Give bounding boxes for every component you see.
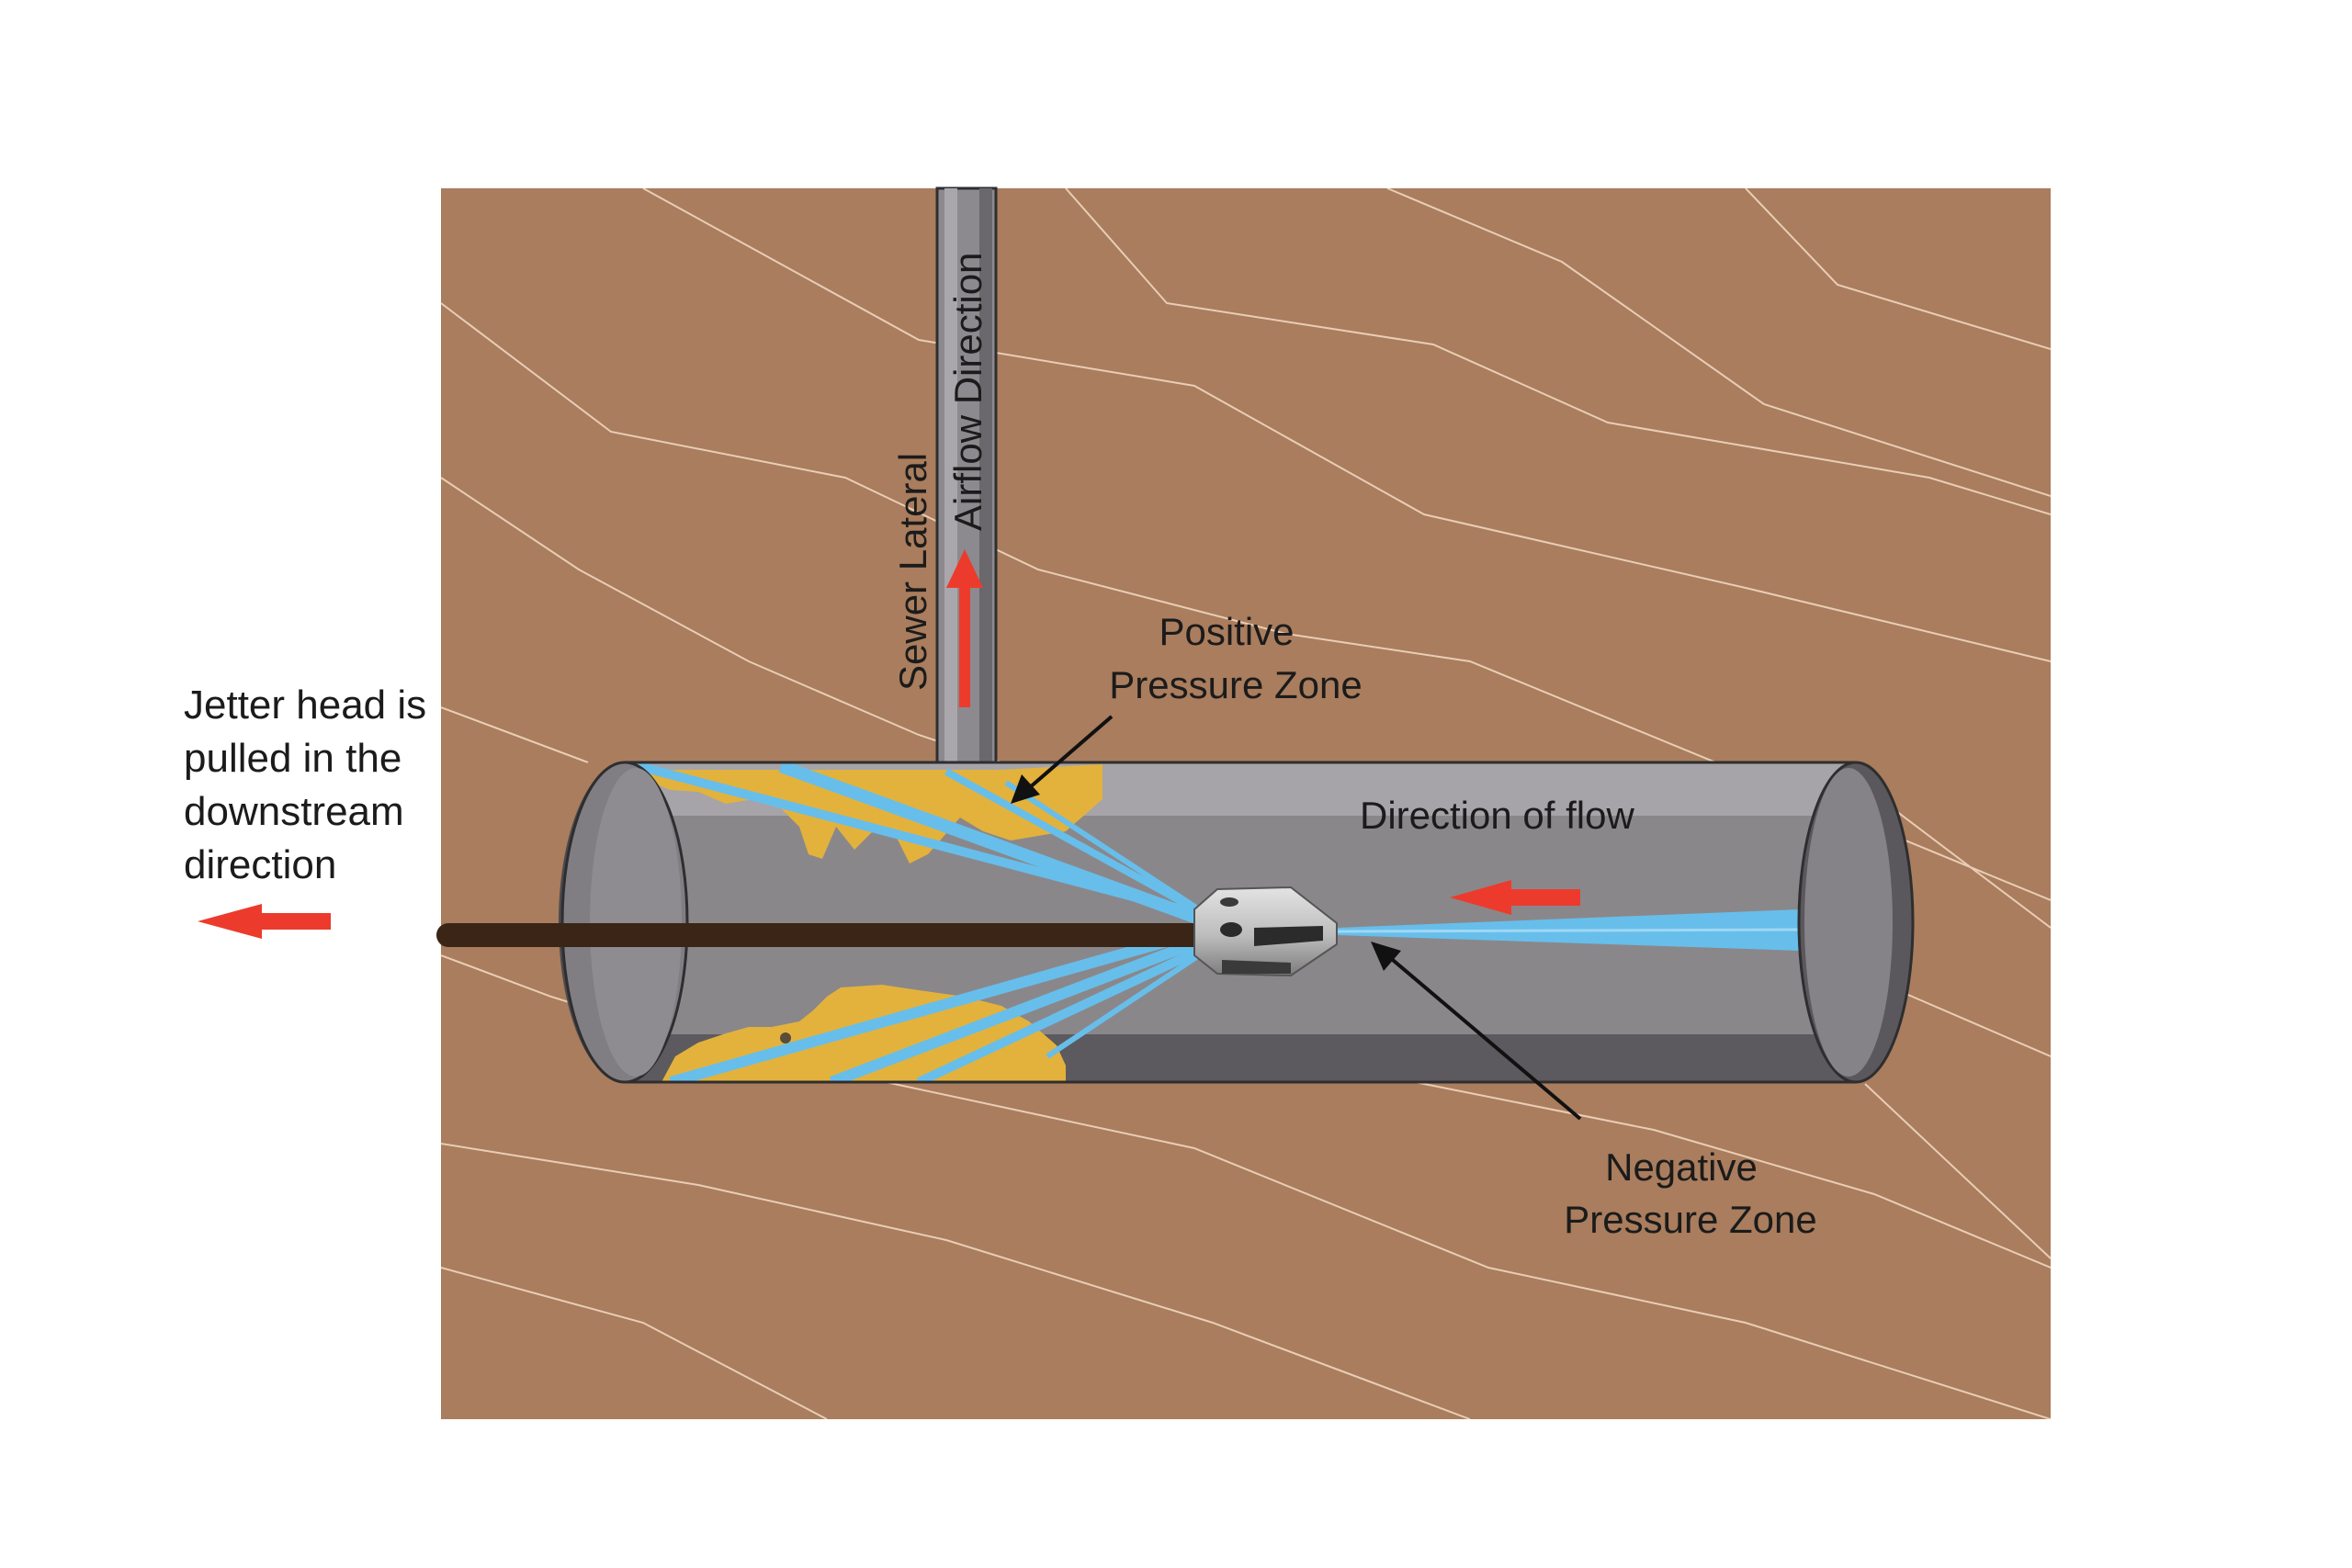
airflow-direction-label: Airflow Direction [946,253,989,531]
airflow-arrow-icon [946,549,983,707]
red-arrows [198,549,1580,939]
water-jets [637,762,1802,1082]
jetter-head-label: Jetter head is pulled in the downstream … [184,682,426,887]
pipe-right-opening [1797,761,1915,1084]
negative-pressure-label: Negative Pressure Zone [1564,1145,1816,1241]
negative-zone-pointer-arrow-icon [1371,942,1582,1121]
positive-label-line-2: Pressure Zone [1109,663,1362,706]
sewer-lateral-pipe [935,186,998,769]
pipe-left-opening [559,761,689,1084]
positive-label-line-1: Positive [1159,610,1294,653]
debris-top [643,764,1102,863]
pointer-arrows [1011,715,1582,1121]
sewer-lateral-label: Sewer Lateral [891,453,934,691]
jetter-label-line-4: direction [184,842,336,887]
positive-pressure-label: Positive Pressure Zone [1109,610,1362,706]
positive-zone-pointer-arrow-icon [1011,715,1114,804]
jetter-label-line-1: Jetter head is [184,682,426,728]
negative-label-line-1: Negative [1605,1145,1758,1189]
jetter-label-line-2: pulled in the [184,736,401,781]
direction-of-flow-label: Direction of flow [1360,794,1634,837]
soil-strata-lines [441,188,2051,1419]
jetter-nozzle [1193,886,1338,977]
negative-label-line-2: Pressure Zone [1564,1198,1816,1241]
downstream-pull-arrow-icon [198,904,331,939]
jetter-label-line-3: downstream [184,789,404,834]
flow-direction-arrow-icon [1450,880,1580,915]
